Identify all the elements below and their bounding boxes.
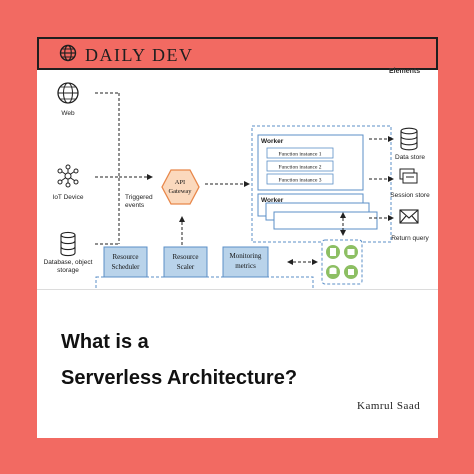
manager-label-scheduler: Resource	[112, 253, 138, 261]
post-card: DAILY DEV Elements Web	[37, 37, 438, 438]
source-label-database: Database, object	[44, 259, 93, 266]
author-name: Kamrul Saad	[357, 400, 421, 412]
output-session-store: Session store	[390, 168, 430, 199]
source-iot: IoT Device	[53, 164, 84, 201]
workers-to-hardware-arrow	[340, 212, 346, 236]
post-title-line-1: What is a	[61, 331, 149, 353]
worker-title: Worker	[261, 138, 284, 145]
envelope-icon	[399, 209, 419, 224]
api-gateway: API Gateway	[161, 169, 200, 205]
source-database: Database, object storage	[44, 231, 93, 274]
manager-resource-scheduler: Resource Scheduler	[103, 246, 148, 278]
triggered-events-label: Triggered	[125, 194, 153, 201]
output-label-data-store: Data store	[395, 154, 425, 161]
brand-header: DAILY DEV	[37, 37, 438, 70]
hardware-cluster	[321, 239, 363, 285]
manager-boxes: Resource Scheduler Resource Scaler Monit…	[103, 239, 363, 285]
section-divider	[37, 289, 438, 290]
manager-label-monitoring: Monitoring	[230, 252, 262, 260]
source-connectors	[95, 92, 153, 245]
manager-monitoring-metrics: Monitoring metrics	[222, 246, 269, 278]
manager-resource-scaler: Resource Scaler	[163, 246, 208, 278]
function-instance-1-label: Function instance 1	[278, 152, 321, 158]
folders-icon	[399, 168, 418, 184]
architecture-diagram: Web IoT Device	[44, 82, 430, 289]
function-instance-3	[266, 173, 334, 185]
source-web: Web	[57, 82, 79, 117]
database-icon	[60, 231, 76, 257]
function-instance-2-label: Function instance 2	[278, 165, 321, 171]
worker-cluster	[251, 125, 392, 243]
gateway-label-2: Gateway	[168, 188, 192, 195]
manager-label-scheduler-2: Scheduler	[112, 263, 141, 271]
database-icon	[400, 127, 418, 151]
worker-stack-3	[273, 211, 378, 230]
globe-icon	[59, 44, 77, 62]
output-connectors	[369, 136, 394, 221]
triggered-events-label-2: events	[125, 202, 145, 209]
manager-label-scaler: Resource	[172, 253, 198, 261]
function-instance-1	[266, 147, 334, 159]
output-return-query: Return query	[391, 209, 430, 242]
worker-2: Worker	[257, 193, 378, 230]
manager-label-scaler-2: Scaler	[177, 263, 195, 271]
source-label-database-2: storage	[57, 267, 79, 274]
network-icon	[57, 164, 79, 188]
worker-title-2: Worker	[261, 197, 284, 204]
output-label-return-query: Return query	[391, 235, 429, 242]
output-label-session-store: Session store	[390, 192, 430, 199]
function-instance-2	[266, 160, 334, 172]
manager-label-monitoring-2: metrics	[235, 262, 256, 270]
post-title-line-2: Serverless Architecture?	[61, 367, 298, 389]
output-data-store: Data store	[395, 127, 425, 161]
function-instance-3-label: Function instance 3	[278, 178, 321, 184]
source-label-web: Web	[61, 110, 75, 117]
gateway-label: API	[175, 179, 185, 186]
cropped-label: Elements	[389, 68, 421, 75]
source-label-iot: IoT Device	[53, 194, 84, 201]
globe-icon	[57, 82, 79, 104]
brand-name: DAILY DEV	[85, 45, 194, 65]
worker-1: Worker Function instance 1 Function inst…	[257, 134, 364, 191]
